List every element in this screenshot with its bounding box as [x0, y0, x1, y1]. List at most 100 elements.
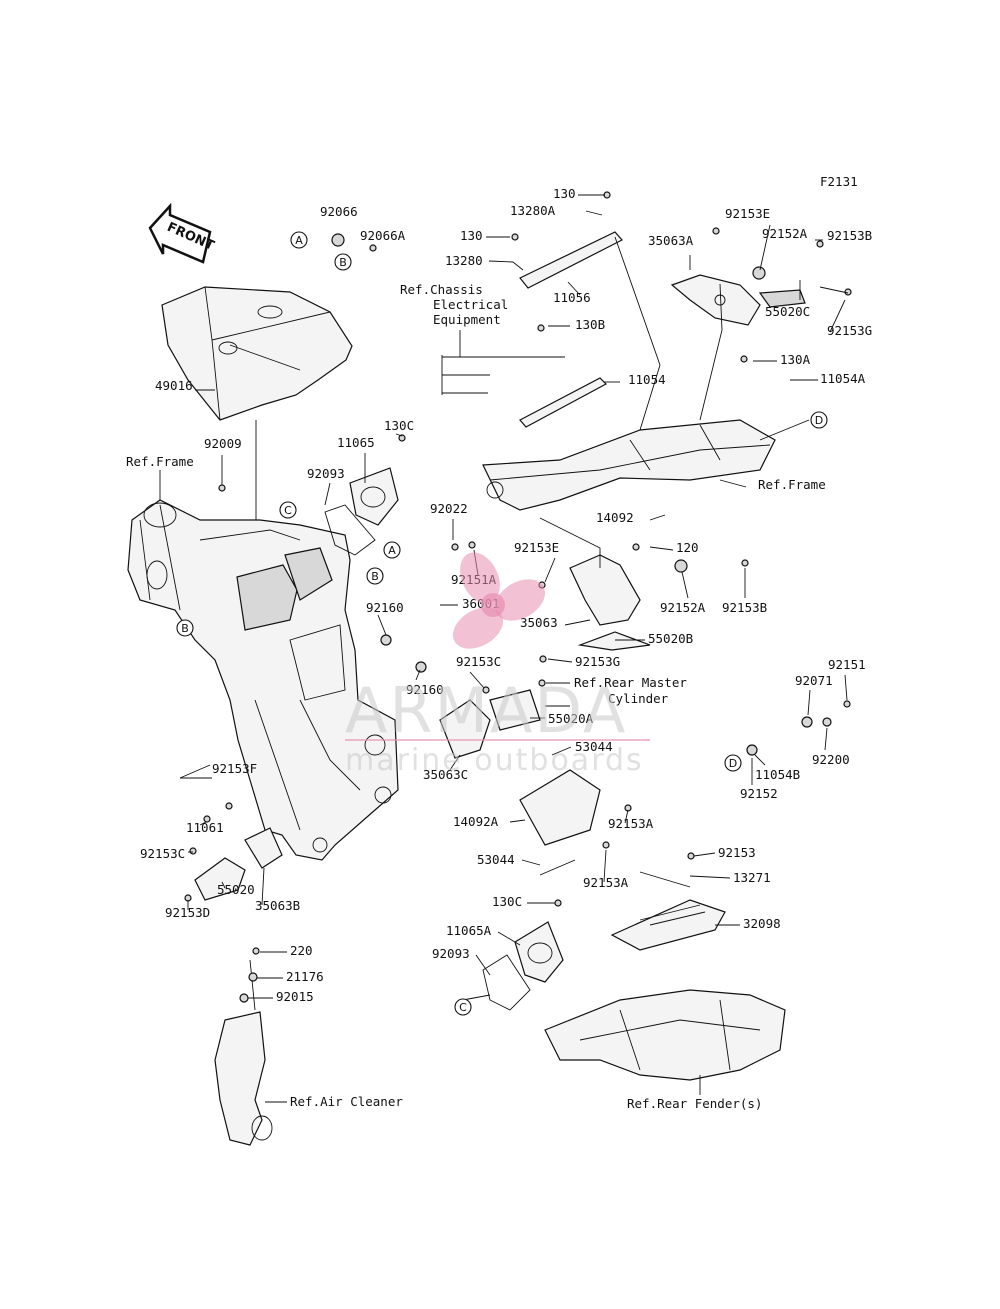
cover-11065	[324, 467, 399, 556]
callout-circle	[810, 411, 828, 429]
callout-circle	[279, 501, 297, 519]
watermark: ARMADA marine outboards	[345, 552, 650, 778]
air-cleaner-duct	[214, 959, 273, 1146]
callout-circle	[334, 253, 352, 271]
part-label: 11065	[337, 435, 375, 450]
ref-label: Ref.Rear Master	[574, 675, 687, 690]
part-label: 92153G	[827, 323, 872, 338]
part-label: 92153G	[575, 654, 620, 669]
rear-subframe	[482, 419, 776, 511]
part-label: 92093	[432, 946, 470, 961]
watermark-subtitle: marine outboards	[345, 743, 644, 778]
ref-label: Ref.Chassis	[400, 282, 483, 297]
plate-11054	[519, 377, 607, 428]
part-label: 130	[460, 228, 483, 243]
part-label: 92153E	[725, 206, 770, 221]
figure-code: F2131	[820, 174, 858, 189]
part-label: 92152A	[660, 600, 706, 615]
part-label: 11056	[553, 290, 591, 305]
callout-marker: A	[383, 541, 401, 559]
hardware	[184, 191, 852, 1003]
part-label: 130C	[384, 418, 414, 433]
callout-circle	[383, 541, 401, 559]
part-label: 35063A	[648, 233, 694, 248]
part-label: 130C	[492, 894, 522, 909]
part-label: 92153E	[514, 540, 559, 555]
part-label: 92071	[795, 673, 833, 688]
part-label: 35063C	[423, 767, 468, 782]
part-label: 35063B	[255, 898, 300, 913]
callout-marker: C	[454, 998, 472, 1016]
callout-marker: D	[724, 754, 742, 772]
callout-marker: D	[810, 411, 828, 429]
callout-marker: B	[366, 567, 384, 585]
bracket-55020	[194, 827, 283, 901]
leader-lines	[159, 194, 849, 1103]
part-label: 130	[553, 186, 576, 201]
part-label: 11065A	[446, 923, 492, 938]
cover-49016	[161, 286, 353, 421]
tray-32098	[610, 871, 726, 951]
part-label: Cylinder	[608, 691, 669, 706]
part-label: 55020	[217, 882, 255, 897]
callout-circle	[454, 998, 472, 1016]
part-label: 11054B	[755, 767, 800, 782]
ref-label: Ref.Air Cleaner	[290, 1094, 403, 1109]
part-label: 92093	[307, 466, 345, 481]
ref-label: Equipment	[433, 312, 501, 327]
callout-letter: D	[729, 757, 737, 770]
plate-11056	[512, 231, 623, 289]
ref-label: Ref.Rear Fender(s)	[627, 1096, 762, 1111]
part-label: 14092	[596, 510, 634, 525]
callout-letter: B	[181, 622, 189, 635]
bracket-35063c	[439, 689, 541, 759]
part-label: 92153D	[165, 905, 210, 920]
part-label: 120	[676, 540, 699, 555]
part-label: 92153A	[583, 875, 629, 890]
callout-circle	[366, 567, 384, 585]
part-label: 130A	[780, 352, 811, 367]
part-label: 49016	[155, 378, 193, 393]
part-label: 11061	[186, 820, 224, 835]
part-label: 14092A	[453, 814, 499, 829]
part-label: 92152A	[762, 226, 808, 241]
part-label: 92009	[204, 436, 242, 451]
part-label: 53044	[477, 852, 515, 867]
callout-letter: D	[815, 414, 823, 427]
main-frame	[127, 499, 399, 861]
callout-marker: A	[290, 231, 308, 249]
callout-circle	[724, 754, 742, 772]
part-label: 220	[290, 943, 313, 958]
bracket-35063a	[670, 274, 806, 326]
part-label: 92153	[718, 845, 756, 860]
part-label: 92153F	[212, 761, 257, 776]
callout-marker: C	[279, 501, 297, 519]
reference-labels: Ref.ChassisElectricalEquipmentRef.FrameR…	[126, 282, 762, 1111]
part-label: 13271	[733, 870, 771, 885]
part-label: 92151	[828, 657, 866, 672]
part-label: 92022	[430, 501, 468, 516]
part-label: 55020A	[548, 711, 594, 726]
part-label: Ref.Frame	[758, 477, 826, 492]
part-label: 55020C	[765, 304, 810, 319]
part-label: 21176	[286, 969, 324, 984]
part-label: 92153B	[827, 228, 872, 243]
part-label: 13280	[445, 253, 483, 268]
part-label: 92153A	[608, 816, 654, 831]
propeller-logo-icon	[452, 552, 546, 649]
cover-11065a	[482, 921, 564, 1011]
part-label: 11054	[628, 372, 666, 387]
part-label: 92200	[812, 752, 850, 767]
ref-label: Ref.Frame	[126, 454, 194, 469]
part-label: 13280A	[510, 203, 556, 218]
part-label: 92015	[276, 989, 314, 1004]
part-label: 92160	[406, 682, 444, 697]
watermark-title: ARMADA	[345, 674, 627, 747]
callout-marker: B	[334, 253, 352, 271]
ref-label: Electrical	[433, 297, 508, 312]
part-label: 53044	[575, 739, 613, 754]
part-label: 92153B	[722, 600, 767, 615]
cover-14092a	[519, 769, 601, 876]
